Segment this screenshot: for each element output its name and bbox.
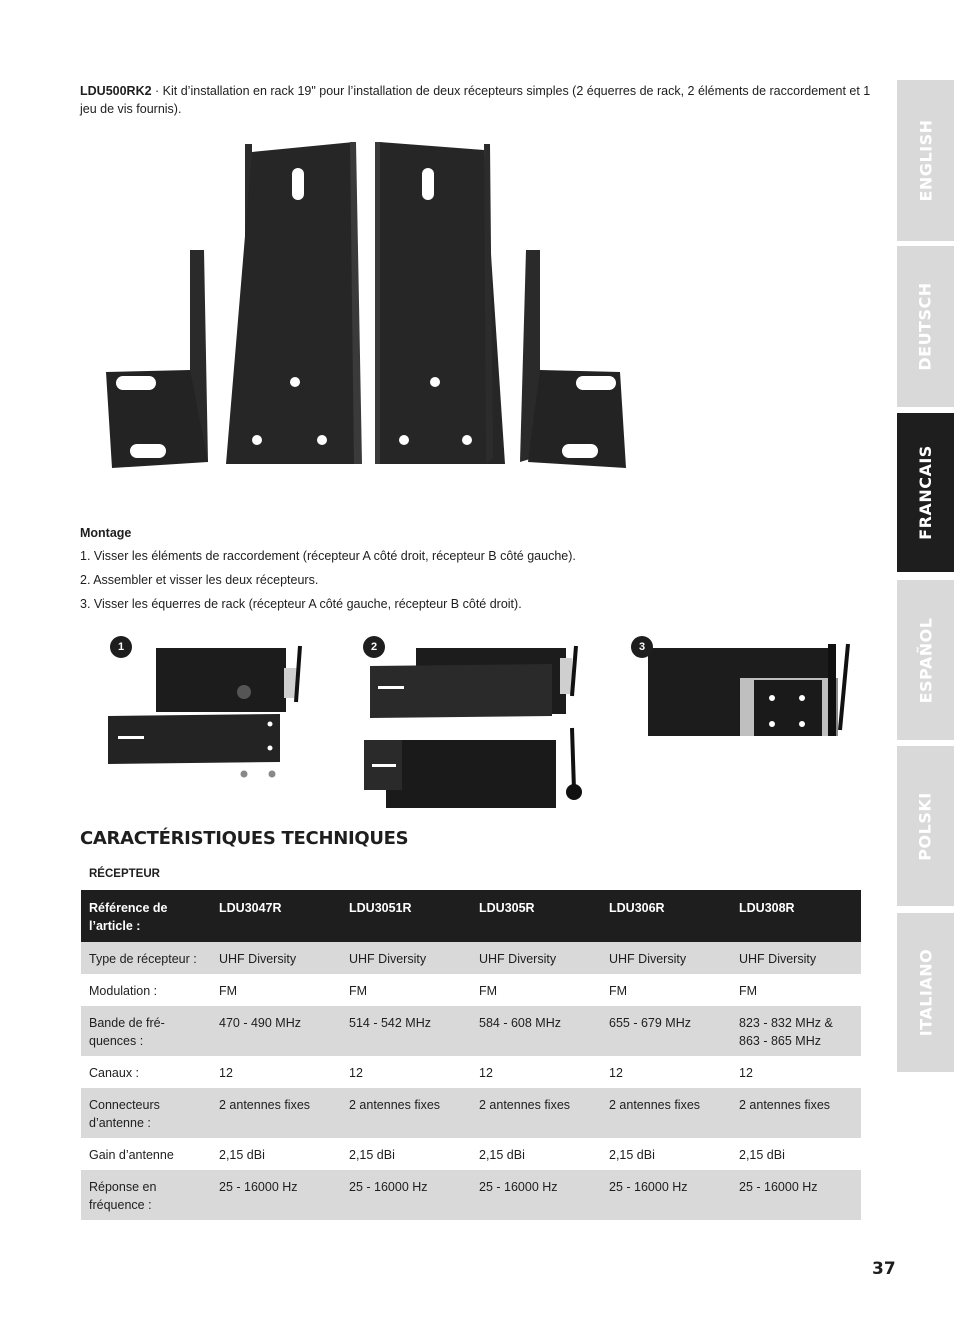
table-cell: UHF Diversity [601,942,731,974]
table-cell: FM [219,984,238,998]
row-label: Bande de fré-quences : [81,1006,211,1056]
rack-kit-photo [106,142,626,468]
table-cell: 2 antennes fixes [731,1088,861,1138]
specs-header-row: Référence de l’article : LDU3047R LDU305… [81,890,861,942]
intro-paragraph: LDU500RK2 · Kit d’installation en rack 1… [80,82,872,118]
table-cell: 25 - 16000 Hz [601,1170,731,1220]
header-cell: LDU306R [601,890,731,942]
tab-italiano-label: ITALIANO [916,948,935,1037]
row-label: Canaux : [89,1066,140,1080]
header-cell: LDU3051R [341,890,471,942]
table-row: Gain d’antenne 2,15 dBi 2,15 dBi 2,15 dB… [81,1138,861,1170]
table-cell: 2 antennes fixes [601,1088,731,1138]
table-cell: 2 antennes fixes [211,1088,341,1138]
table-row: Réponse en fréquence : 25 - 16000 Hz 25 … [81,1170,861,1220]
table-cell: 2,15 dBi [609,1148,655,1162]
row-label: Réponse en fréquence : [81,1170,211,1220]
tab-francais-label: FRANCAIS [916,445,935,540]
intro-text: · Kit d’installation en rack 19" pour l’… [80,84,871,116]
table-cell: 2,15 dBi [219,1148,265,1162]
header-cell: LDU308R [731,890,861,942]
header-cell: LDU305R [471,890,601,942]
tab-italiano[interactable]: ITALIANO [897,913,954,1072]
table-cell: 12 [479,1066,493,1080]
tab-espanol-label: ESPAÑOL [916,617,935,703]
table-cell: 470 - 490 MHz [211,1006,341,1056]
table-cell: 2 antennes fixes [471,1088,601,1138]
table-cell: FM [739,984,758,998]
table-cell: 2 antennes fixes [341,1088,471,1138]
table-row: Canaux : 12 12 12 12 12 [81,1056,861,1088]
tab-polski-label: POLSKI [916,791,935,861]
montage-step-2: 2. Assembler et visser les deux récepteu… [80,573,319,587]
right-connector-image [375,142,505,464]
tab-deutsch[interactable]: DEUTSCH [897,246,954,407]
table-cell: 2,15 dBi [349,1148,395,1162]
table-cell: 514 - 542 MHz [341,1006,471,1056]
table-cell: 12 [739,1066,753,1080]
table-cell: 25 - 16000 Hz [731,1170,861,1220]
table-cell: FM [349,984,368,998]
table-cell: 25 - 16000 Hz [211,1170,341,1220]
row-label: Type de récepteur : [81,942,211,974]
right-rack-ear-image [520,250,626,468]
table-cell: FM [479,984,498,998]
table-row: Connecteurs d’antenne : 2 antennes fixes… [81,1088,861,1138]
montage-step-1: 1. Visser les éléments de raccordement (… [80,549,576,563]
row-label: Gain d’antenne [89,1148,174,1162]
step-3-badge: 3 [631,636,653,658]
table-row: Type de récepteur : UHF Diversity UHF Di… [81,942,861,974]
table-cell: UHF Diversity [731,942,861,974]
table-cell: 25 - 16000 Hz [341,1170,471,1220]
page-number: 37 [872,1259,896,1279]
tab-english-label: ENGLISH [916,119,936,202]
step-1-image [108,645,302,778]
montage-step-3: 3. Visser les équerres de rack (récepteu… [80,597,522,611]
table-cell: 12 [609,1066,623,1080]
table-cell: 655 - 679 MHz [601,1006,731,1056]
tab-english[interactable]: ENGLISH [897,80,954,241]
table-cell: FM [609,984,628,998]
table-cell: 2,15 dBi [479,1148,525,1162]
step-1-badge: 1 [110,636,132,658]
table-row: Modulation : FM FM FM FM FM [81,974,861,1006]
tab-polski[interactable]: POLSKI [897,746,954,906]
step-2-badge: 2 [363,636,385,658]
specs-table: Référence de l’article : LDU3047R LDU305… [81,890,861,1220]
table-cell: 584 - 608 MHz [471,1006,601,1056]
table-cell: 25 - 16000 Hz [471,1170,601,1220]
montage-title: Montage [80,526,132,540]
specs-subtitle: RÉCEPTEUR [89,868,160,880]
header-cell: Référence de l’article : [81,890,211,942]
tab-deutsch-label: DEUTSCH [916,282,935,371]
table-cell: 2,15 dBi [739,1148,785,1162]
step-3-image [648,643,850,736]
table-cell: UHF Diversity [341,942,471,974]
row-label: Modulation : [89,984,158,998]
table-row: Bande de fré-quences : 470 - 490 MHz 514… [81,1006,861,1056]
left-rack-ear-image [106,250,208,468]
specs-title: CARACTÉRISTIQUES TECHNIQUES [80,828,409,849]
tab-francais[interactable]: FRANCAIS [897,413,954,572]
table-cell: UHF Diversity [471,942,601,974]
table-cell: 12 [349,1066,363,1080]
table-cell: 12 [219,1066,233,1080]
step-2-image [364,645,582,808]
table-cell: UHF Diversity [211,942,341,974]
intro-model: LDU500RK2 [80,84,152,98]
table-cell: 823 - 832 MHz & 863 - 865 MHz [731,1006,861,1056]
left-connector-image [226,142,362,464]
row-label: Connecteurs d’antenne : [81,1088,211,1138]
tab-espanol[interactable]: ESPAÑOL [897,580,954,740]
header-cell: LDU3047R [211,890,341,942]
